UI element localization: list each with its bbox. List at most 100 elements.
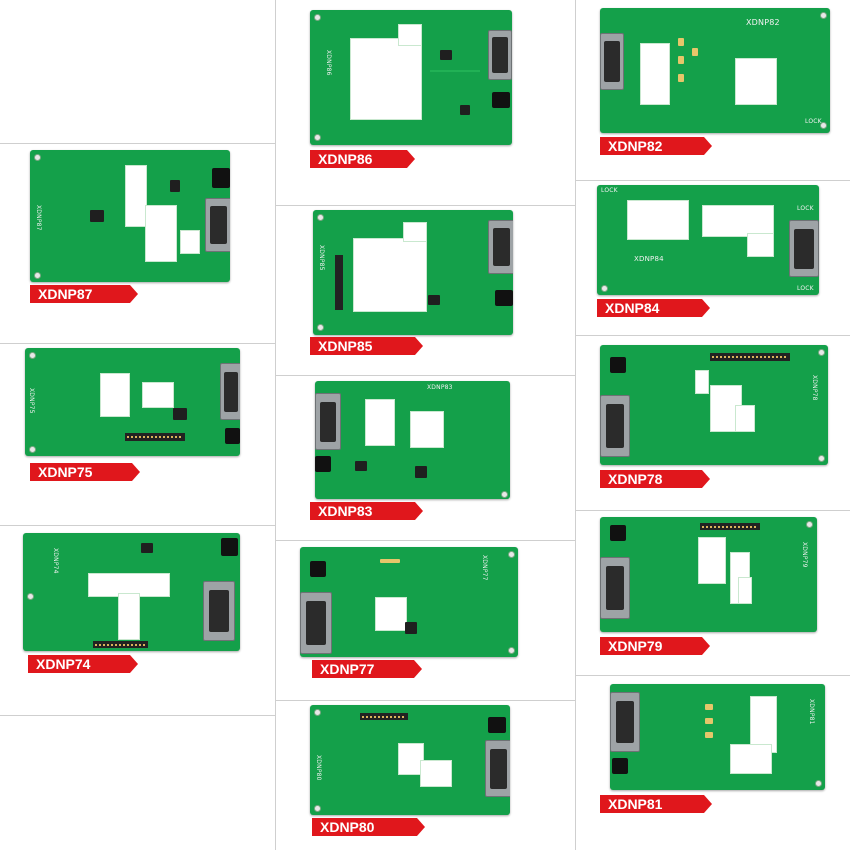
power-jack — [610, 357, 626, 373]
divider-right-2 — [575, 335, 850, 336]
label-xdnp74: XDNP74 — [28, 655, 138, 673]
cutout — [735, 405, 755, 432]
cutout — [398, 743, 424, 775]
db9-connector — [600, 33, 624, 90]
mount-hole — [820, 12, 827, 19]
cutout — [702, 205, 774, 237]
power-jack — [315, 456, 331, 472]
ic-chip — [141, 543, 153, 553]
header-pins — [127, 436, 183, 438]
pcb-board-xdnp81: XDNP81 — [610, 684, 825, 790]
board-silk-text: XDNP78 — [811, 375, 818, 401]
pcb-board-xdnp78: XDNP78 — [600, 345, 828, 465]
board-silk-text: XDNP83 — [427, 384, 453, 391]
mount-hole — [508, 647, 515, 654]
power-jack — [492, 92, 510, 108]
cutout — [145, 205, 177, 262]
ic-chip — [90, 210, 104, 222]
power-jack — [612, 758, 628, 774]
db9-shell — [209, 590, 229, 632]
cutout — [747, 233, 774, 257]
mount-hole — [27, 593, 34, 600]
pcb-board-xdnp82: XDNP82 LOCK — [600, 8, 830, 133]
db9-shell — [224, 372, 238, 412]
mount-hole — [815, 780, 822, 787]
db9-connector — [300, 592, 332, 654]
cutout — [695, 370, 709, 394]
component-pad — [705, 732, 713, 738]
pcb-board-xdnp75: XDNP75 — [25, 348, 240, 456]
cutout — [403, 222, 427, 242]
divider-mid-4 — [275, 700, 575, 701]
divider-col1 — [275, 0, 276, 850]
mount-hole — [34, 154, 41, 161]
divider-mid-1 — [275, 205, 575, 206]
pin-header — [710, 353, 790, 361]
label-xdnp81: XDNP81 — [600, 795, 712, 813]
mount-hole — [314, 709, 321, 716]
divider-right-1 — [575, 180, 850, 181]
board-silk-text: XDNP74 — [52, 548, 59, 574]
cutout — [735, 58, 777, 105]
db9-connector — [789, 220, 819, 277]
board-silk-text: XDNP85 — [318, 245, 325, 271]
mount-hole — [501, 491, 508, 498]
power-jack — [610, 525, 626, 541]
ic-chip — [440, 50, 452, 60]
db9-connector — [203, 581, 235, 641]
divider-mid-3 — [275, 540, 575, 541]
mount-hole — [29, 446, 36, 453]
pcb-board-xdnp79: XDNP79 — [600, 517, 817, 632]
mount-hole — [34, 272, 41, 279]
cutout — [640, 43, 670, 105]
db9-shell — [493, 228, 510, 266]
pin-header — [335, 255, 343, 310]
power-jack — [495, 290, 513, 306]
pin-header — [700, 523, 760, 530]
label-xdnp87: XDNP87 — [30, 285, 138, 303]
mount-hole — [818, 455, 825, 462]
power-jack — [212, 168, 230, 188]
cutout — [365, 399, 395, 446]
db9-connector — [600, 557, 630, 619]
ic-chip — [460, 105, 470, 115]
mount-hole — [29, 352, 36, 359]
cutout — [375, 597, 407, 631]
component-pad — [380, 559, 400, 563]
cutout — [180, 230, 200, 254]
pcb-board-xdnp74: XDNP74 — [23, 533, 240, 651]
lock-silk: LOCK — [797, 205, 814, 212]
label-xdnp82: XDNP82 — [600, 137, 712, 155]
pin-header — [360, 713, 408, 720]
db9-shell — [306, 601, 326, 645]
cutout — [410, 411, 444, 448]
mount-hole — [820, 122, 827, 129]
board-silk-text: XDNP84 — [634, 255, 664, 263]
board-silk-text: XDNP86 — [325, 50, 332, 76]
cutout — [710, 385, 742, 432]
ic-chip — [405, 622, 417, 634]
mount-hole — [317, 324, 324, 331]
mount-hole — [508, 551, 515, 558]
mount-hole — [314, 134, 321, 141]
pin-header — [125, 433, 185, 441]
cutout — [398, 24, 422, 46]
component-pad — [678, 56, 684, 64]
ic-chip — [428, 295, 440, 305]
cutout — [353, 238, 427, 312]
power-jack — [225, 428, 240, 444]
db9-shell — [604, 41, 620, 82]
db9-shell — [606, 404, 624, 448]
db9-shell — [320, 402, 336, 442]
header-pins — [95, 644, 146, 646]
ic-chip — [355, 461, 367, 471]
db9-connector — [610, 692, 640, 752]
db9-shell — [492, 37, 508, 73]
pcb-board-xdnp85: XDNP85 — [313, 210, 513, 335]
db9-connector — [600, 395, 630, 457]
db9-shell — [210, 206, 227, 244]
power-jack — [310, 561, 326, 577]
pcb-board-xdnp87: XDNP87 — [30, 150, 230, 282]
divider-right-4 — [575, 675, 850, 676]
pcb-board-xdnp83: XDNP83 — [315, 381, 510, 499]
